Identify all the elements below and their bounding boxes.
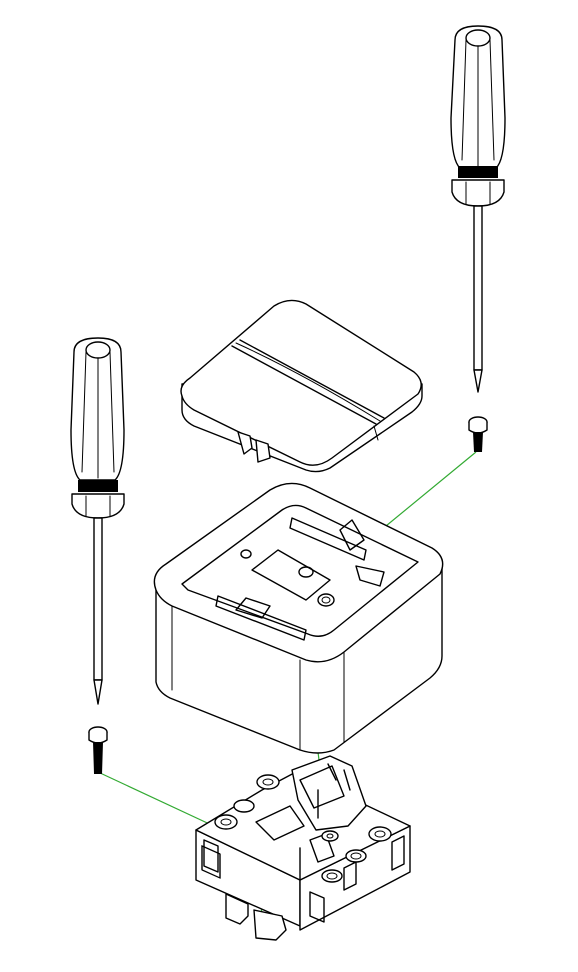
switch-key-icon: [180, 299, 423, 473]
screw-right: [468, 416, 488, 452]
screw-left: [88, 726, 108, 774]
screwdriver-icon: [450, 25, 506, 393]
mechanism-base: [195, 755, 411, 941]
screwdriver-right: [450, 25, 506, 393]
screw-icon: [468, 416, 488, 452]
rocker-key: [180, 299, 423, 473]
terminal-block-icon: [195, 755, 411, 941]
screw-icon: [88, 726, 108, 774]
screwdriver-left: [70, 337, 125, 705]
switch-frame-icon: [153, 482, 444, 754]
screwdriver-icon: [70, 337, 125, 705]
switch-frame: [153, 482, 444, 754]
